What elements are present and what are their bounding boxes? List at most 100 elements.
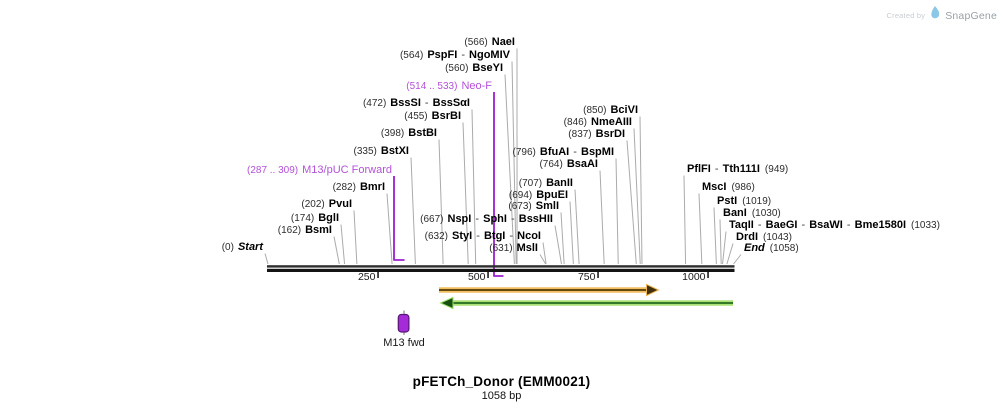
- ruler-tick-label: 1000: [682, 270, 706, 283]
- site-position: (287 .. 309): [246, 165, 299, 176]
- snapgene-brand-label: SnapGene: [945, 9, 997, 22]
- site-label-nspi[interactable]: (667)NspI - SphI - BssHII: [420, 213, 553, 226]
- site-name: BglI: [318, 212, 339, 224]
- site-label-drdi[interactable]: DrdI(1043): [736, 231, 792, 244]
- site-name: BssSαI: [432, 97, 470, 109]
- site-connector-line: [471, 109, 477, 265]
- site-position: (282): [332, 182, 356, 193]
- site-name-separator: -: [506, 230, 517, 242]
- site-label-bmri[interactable]: (282)BmrI: [333, 181, 385, 194]
- site-name-separator: -: [421, 97, 432, 109]
- site-position: (455): [404, 111, 428, 122]
- site-connector-line: [599, 170, 605, 265]
- site-connector-line: [386, 193, 393, 265]
- site-position: (472): [362, 98, 387, 109]
- site-position: (1033): [911, 220, 940, 231]
- site-name-separator: -: [798, 219, 809, 231]
- site-connector-line: [511, 61, 517, 265]
- site-label-banii[interactable]: (707)BanII: [519, 177, 573, 190]
- ruler-tick-label: 500: [467, 270, 486, 283]
- site-position: (837): [568, 129, 592, 140]
- site-position: (174): [290, 213, 315, 224]
- site-label-bsrbi[interactable]: (455)BsrBI: [404, 110, 461, 123]
- site-label-neo-f[interactable]: (514 .. 533)Neo-F: [406, 80, 492, 93]
- site-position: (632): [424, 231, 449, 242]
- site-name: BpuEI: [536, 189, 568, 201]
- site-connector-line: [569, 201, 574, 265]
- site-position: (850): [583, 105, 607, 116]
- site-position: (1043): [763, 232, 792, 243]
- site-position: (667): [420, 214, 444, 225]
- site-label-pflfi[interactable]: PflFI - Tth111I(949): [687, 163, 788, 176]
- site-name-separator: -: [570, 146, 580, 158]
- site-label-msci[interactable]: MscI(986): [702, 181, 755, 194]
- plasmid-title: pFETCh_Donor (EMM0021): [412, 374, 591, 389]
- site-name-separator: -: [843, 219, 854, 231]
- primer-site-marker: [493, 92, 504, 277]
- site-connector-line: [560, 212, 565, 265]
- site-label-bsaai[interactable]: (764)BsaAI: [539, 158, 598, 171]
- site-label-bsmi[interactable]: (162)BsmI: [278, 224, 332, 237]
- site-label-bseyi[interactable]: (560)BseYI: [445, 62, 503, 75]
- site-connector-line: [340, 224, 346, 265]
- site-label-bstxi[interactable]: (335)BstXI: [354, 145, 409, 158]
- site-label-taqii[interactable]: TaqII - BaeGI - BsaWI - Bme1580I(1033): [729, 219, 940, 232]
- site-connector-line: [410, 157, 416, 265]
- site-label-bcivi[interactable]: (850)BciVI: [583, 104, 638, 117]
- site-label-end[interactable]: End(1058): [744, 242, 799, 255]
- site-position: (566): [464, 37, 488, 48]
- site-connector-line: [639, 116, 643, 265]
- site-label-psti[interactable]: PstI(1019): [717, 195, 771, 208]
- site-label-bstbi[interactable]: (398)BstBI: [381, 127, 437, 140]
- site-name: BsaWI: [809, 219, 843, 231]
- site-name: SphI: [483, 213, 507, 225]
- ruler-tick: [487, 272, 489, 278]
- site-connector-line: [733, 254, 742, 265]
- site-position: (335): [353, 146, 377, 157]
- site-label-bani[interactable]: BanI(1030): [723, 207, 781, 220]
- m13-fwd-label: M13 fwd: [383, 337, 425, 349]
- site-name: NaeI: [491, 36, 515, 48]
- site-name: BssSI: [390, 97, 421, 109]
- site-name-separator: -: [507, 213, 518, 225]
- site-name: BseYI: [472, 62, 503, 74]
- site-label-nmeaiii[interactable]: (846)NmeAIII: [564, 116, 632, 129]
- m13-fwd-primer-box[interactable]: [397, 313, 410, 333]
- site-connector-line: [626, 140, 637, 265]
- site-name: BanII: [546, 177, 573, 189]
- site-connector-line: [333, 236, 340, 265]
- site-label-pspfi[interactable]: (564)PspFI - NgoMIV: [400, 49, 510, 62]
- site-connector-line: [713, 207, 717, 265]
- site-connector-line: [683, 175, 687, 265]
- site-position: (564): [399, 50, 424, 61]
- site-connector-line: [722, 231, 727, 265]
- site-position: (398): [380, 128, 405, 139]
- cds-arrow-forward[interactable]: [646, 283, 660, 297]
- site-label-styi[interactable]: (632)StyI - BtgI - NcoI: [425, 230, 541, 243]
- site-label-start[interactable]: (0)Start: [222, 241, 263, 254]
- site-position: (949): [764, 164, 789, 175]
- site-label-bsrdi[interactable]: (837)BsrDI: [568, 128, 625, 141]
- site-name: MslI: [516, 242, 538, 254]
- created-by-label: Created by: [886, 11, 926, 20]
- site-label-bsssi[interactable]: (472)BssSI - BssSαI: [363, 97, 470, 110]
- site-connector-line: [698, 193, 703, 265]
- site-label-naei[interactable]: (566)NaeI: [464, 36, 515, 49]
- site-label-bfuai[interactable]: (796)BfuAI - BspMI: [513, 146, 614, 159]
- site-label-bgli[interactable]: (174)BglI: [291, 212, 339, 225]
- site-name: PvuI: [328, 198, 352, 210]
- site-name-separator: -: [711, 163, 722, 175]
- site-label-bpuei[interactable]: (694)BpuEI: [509, 189, 568, 202]
- site-label-msli[interactable]: (631)MslI: [489, 242, 538, 255]
- site-label-smli[interactable]: (673)SmlI: [508, 200, 559, 213]
- plasmid-length: 1058 bp: [481, 390, 522, 402]
- site-connector-line: [264, 253, 269, 265]
- ruler-tick-label: 250: [357, 270, 376, 283]
- site-position: (514 .. 533): [406, 81, 458, 92]
- cds-arrow-reverse[interactable]: [439, 296, 454, 310]
- sequence-bar: [267, 265, 735, 268]
- site-label-m13-puc-forward[interactable]: (287 .. 309)M13/pUC Forward: [247, 164, 392, 177]
- site-position: (796): [512, 147, 536, 158]
- site-label-pvui[interactable]: (202)PvuI: [301, 198, 352, 211]
- site-name: StyI: [452, 230, 473, 242]
